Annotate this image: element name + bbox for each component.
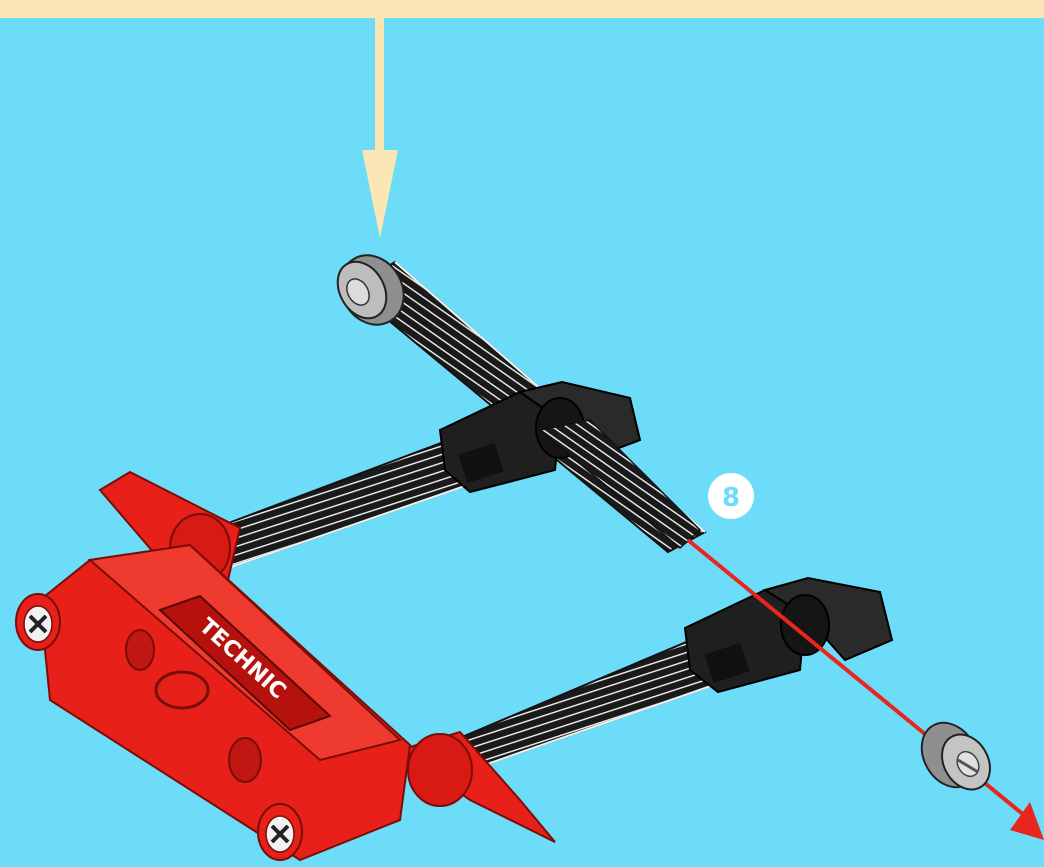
step-badge-icon: 8 bbox=[707, 472, 755, 520]
left-pin bbox=[16, 594, 60, 650]
lower-connector bbox=[685, 578, 892, 692]
arrow-down-icon bbox=[362, 14, 398, 238]
arrow-diagonal-icon bbox=[688, 540, 1044, 840]
right-pin bbox=[258, 804, 302, 860]
step-number: 8 bbox=[722, 483, 740, 513]
